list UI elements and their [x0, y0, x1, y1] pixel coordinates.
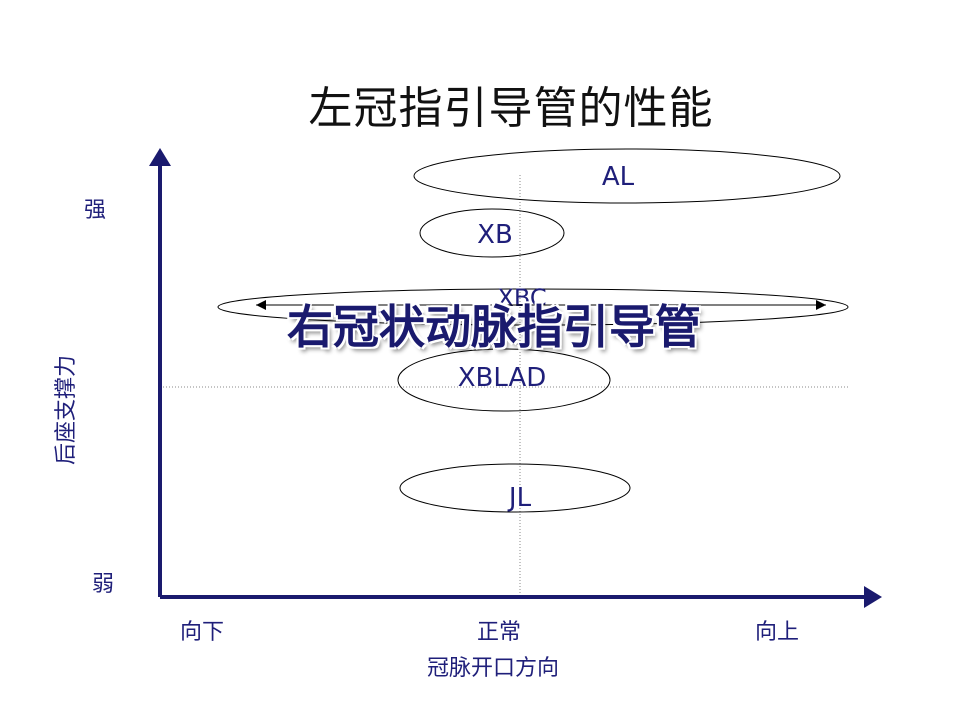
- slide-title: 左冠指引导管的性能: [308, 83, 714, 134]
- x-axis-right-label: 向上: [755, 620, 800, 645]
- y-axis-arrow: [149, 148, 171, 166]
- ellipse-label-xb: XB: [477, 220, 513, 250]
- ellipse-xbc: [217, 288, 849, 326]
- ellipse-jl: [399, 463, 631, 513]
- y-axis-label: 后座支撑力: [54, 354, 79, 466]
- ellipse-xblad: [397, 348, 611, 412]
- x-axis-left-label: 向下: [180, 620, 225, 645]
- overlay-heading: 右冠状动脉指引导管: [287, 300, 701, 354]
- ellipse-label-xblad: XBLAD: [458, 363, 547, 393]
- x-axis-center-label: 正常: [477, 620, 522, 645]
- ellipse-label-xbc: XBC: [497, 284, 546, 312]
- ellipse-label-al: AL: [602, 162, 635, 192]
- y-axis-bottom-label: 弱: [92, 572, 115, 597]
- ellipse-xb: [419, 208, 565, 258]
- y-axis-top-label: 强: [84, 198, 107, 223]
- ellipse-label-jl: JL: [507, 483, 532, 513]
- xbc-range-arrow-left: [256, 300, 266, 310]
- ellipse-al: [413, 148, 841, 204]
- x-axis-arrow: [864, 586, 882, 608]
- x-axis-label: 冠脉开口方向: [427, 656, 560, 681]
- xbc-range-arrow-right: [816, 300, 826, 310]
